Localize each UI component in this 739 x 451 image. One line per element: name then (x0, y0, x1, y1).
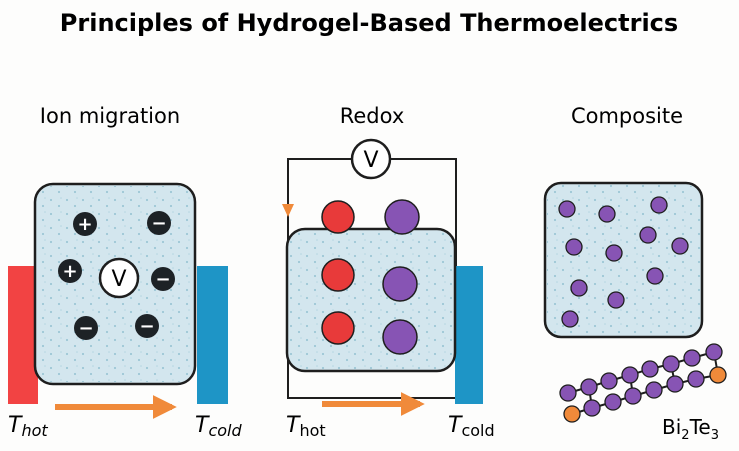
bi2te3-chain (559, 343, 727, 423)
cold-temperature-label: Tcold (195, 413, 242, 440)
oxidized-species (321, 258, 355, 292)
svg-text:V: V (111, 267, 126, 292)
chain-atom (600, 372, 618, 390)
panel-heading-ion-migration: Ion migration (40, 104, 180, 128)
nanoparticle (671, 237, 689, 255)
chain-atom (583, 399, 601, 417)
panel-ion-migration: Ion migration + − + − − − (8, 104, 242, 440)
panel-heading-composite: Composite (571, 104, 683, 128)
nanoparticle (607, 291, 625, 309)
positive-ion: + (58, 259, 82, 283)
nanoparticle (561, 310, 579, 328)
circuit-wire (287, 158, 457, 399)
chain-atom (621, 366, 639, 384)
chain-atom (687, 370, 705, 388)
nanoparticle (565, 238, 583, 256)
cold-electrode (455, 266, 483, 404)
svg-text:−: − (78, 318, 93, 339)
svg-text:−: − (139, 316, 154, 337)
negative-ion: − (147, 211, 171, 235)
chain-atom (666, 375, 684, 393)
nanoparticle (650, 196, 668, 214)
svg-text:−: − (155, 269, 170, 290)
cold-electrode (197, 266, 228, 404)
chain-atom (645, 381, 663, 399)
nanoparticle (646, 267, 664, 285)
panel-composite: Composite (543, 104, 727, 443)
cold-temperature-label: Tcold (448, 413, 495, 440)
chain-atom (683, 349, 701, 367)
nanoparticle (598, 205, 616, 223)
chain-atom (604, 393, 622, 411)
hydrogel-texture (289, 231, 453, 369)
panel-heading-redox: Redox (340, 104, 405, 128)
hot-electrode (8, 266, 38, 404)
svg-text:+: + (62, 261, 77, 282)
reduced-species (382, 266, 418, 302)
chain-end-atom (709, 366, 727, 384)
nanoparticle (558, 200, 576, 218)
nanoparticle (639, 226, 657, 244)
voltmeter: V (98, 257, 140, 299)
nanoparticle (605, 244, 623, 262)
hot-temperature-label: Thot (286, 413, 326, 440)
nanoparticle-cluster (558, 196, 689, 328)
chain-atom (624, 387, 642, 405)
positive-ion: + (73, 212, 97, 236)
chain-atom (580, 378, 598, 396)
panel-redox: Redox V Thot Tcold (282, 104, 495, 440)
page-title: Principles of Hydrogel-Based Thermoelect… (60, 9, 678, 37)
svg-text:V: V (363, 148, 378, 173)
negative-ion: − (135, 314, 159, 338)
svg-text:+: + (77, 214, 92, 235)
negative-ion: − (74, 316, 98, 340)
negative-ion: − (151, 267, 175, 291)
nanoparticle (570, 279, 588, 297)
voltmeter: V (350, 138, 392, 180)
chain-end-atom (563, 405, 581, 423)
svg-text:−: − (151, 213, 166, 234)
current-direction-arrow (282, 204, 294, 217)
reduced-species (382, 319, 418, 355)
chain-atom (559, 384, 577, 402)
chain-atom (662, 355, 680, 373)
chain-atom (641, 360, 659, 378)
hydrogel-texture (547, 185, 700, 335)
oxidized-species (321, 311, 355, 345)
hot-temperature-label: Thot (8, 413, 48, 440)
oxidized-species (321, 200, 355, 234)
material-label: Bi2Te3 (662, 415, 719, 443)
reduced-species (384, 199, 420, 235)
chain-atom (705, 343, 723, 361)
